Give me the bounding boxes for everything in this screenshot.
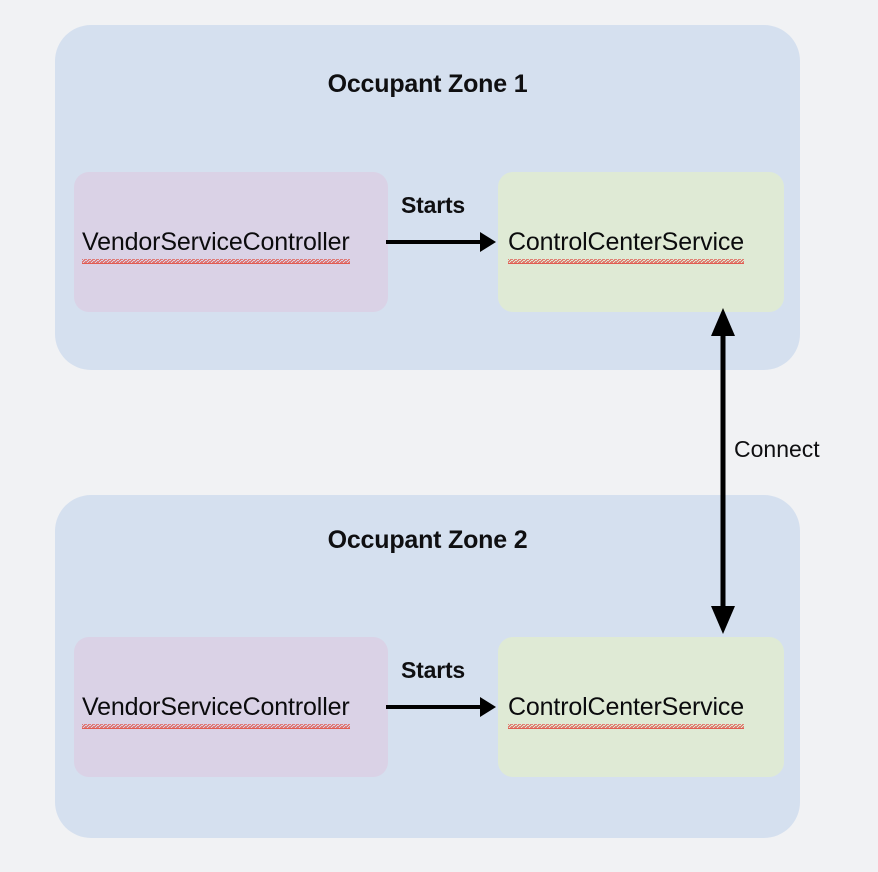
arrow-starts-zone-1-icon <box>386 232 496 252</box>
node-vendor-service-controller-1[interactable]: VendorServiceController <box>74 172 388 312</box>
edge-label-connect: Connect <box>734 436 820 462</box>
node-vendor-service-controller-2[interactable]: VendorServiceController <box>74 637 388 777</box>
node-label-vendor-service-controller-1: VendorServiceController <box>82 227 350 264</box>
occupant-zone-1-title: Occupant Zone 1 <box>327 70 528 98</box>
occupant-zone-2-title: Occupant Zone 2 <box>327 526 528 554</box>
arrow-connect-bidirectional-icon <box>711 308 735 634</box>
node-control-center-service-2[interactable]: ControlCenterService <box>498 637 784 777</box>
node-control-center-service-1[interactable]: ControlCenterService <box>498 172 784 312</box>
arrow-starts-zone-2-icon <box>386 697 496 717</box>
edge-label-starts-zone-1: Starts <box>401 192 465 218</box>
node-label-control-center-service-1: ControlCenterService <box>508 227 744 264</box>
edge-label-starts-zone-2: Starts <box>401 657 465 683</box>
node-label-control-center-service-2: ControlCenterService <box>508 692 744 729</box>
node-label-vendor-service-controller-2: VendorServiceController <box>82 692 350 729</box>
